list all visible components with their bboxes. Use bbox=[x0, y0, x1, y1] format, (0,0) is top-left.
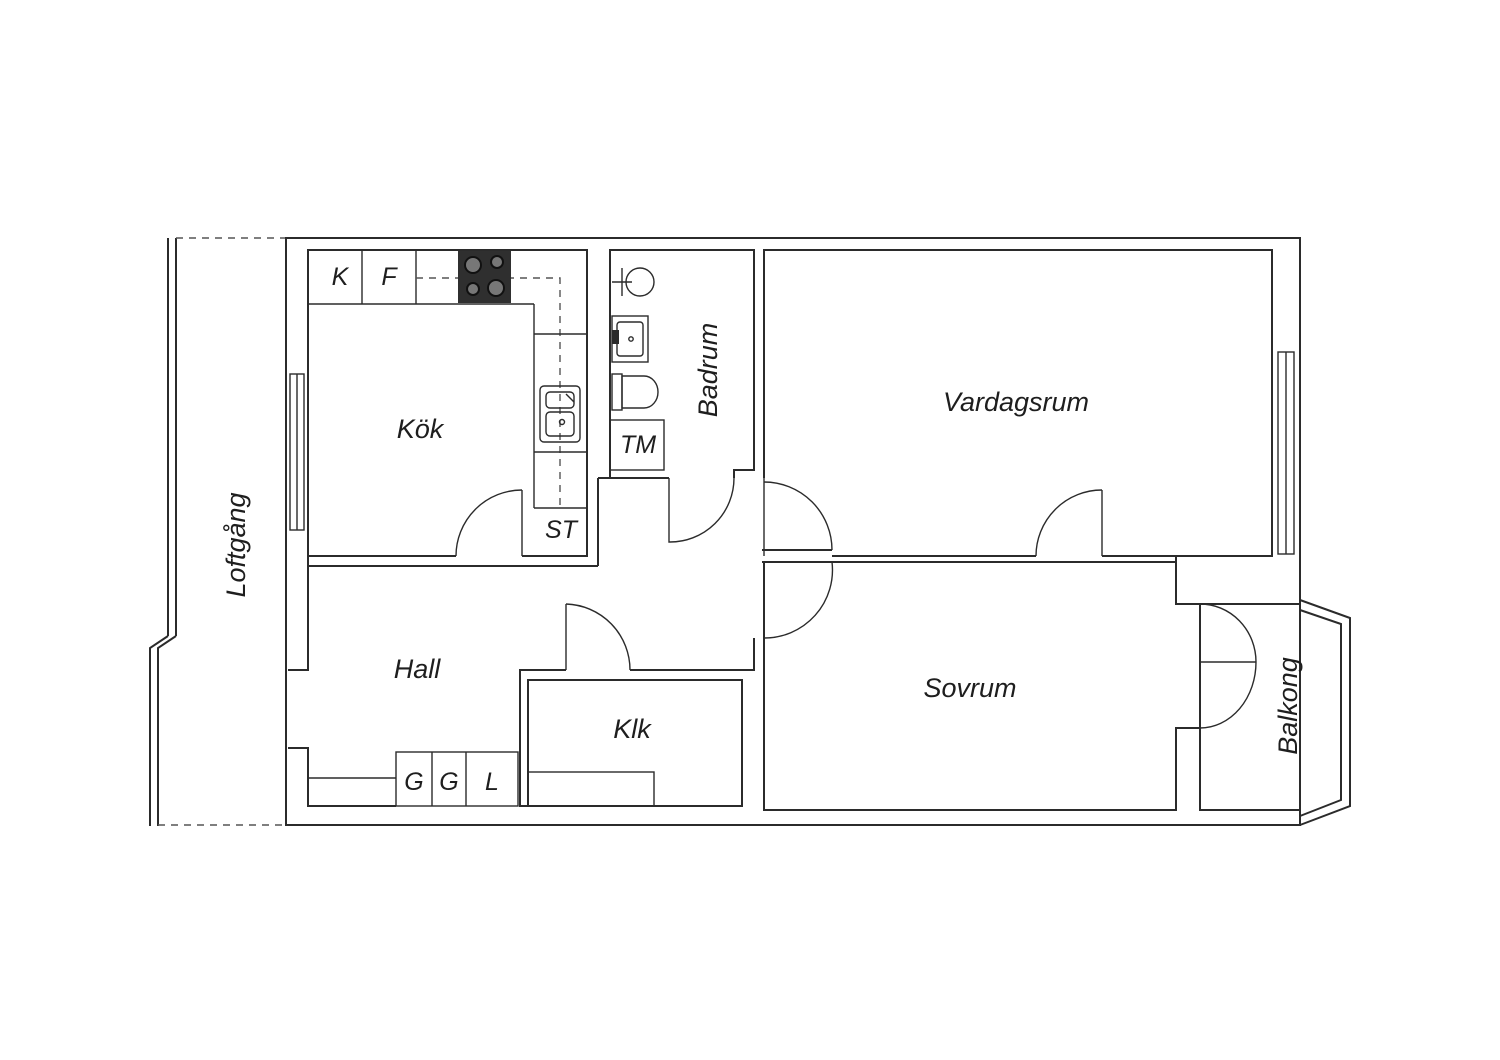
fixture-label-stadskap: ST bbox=[545, 516, 579, 544]
stove-icon bbox=[458, 251, 511, 303]
kitchen bbox=[307, 249, 588, 557]
sink-icon bbox=[539, 385, 581, 443]
room-label-balkong: Balkong bbox=[1273, 657, 1303, 755]
room-label-badrum: Badrum bbox=[693, 323, 723, 418]
shower-icon bbox=[612, 267, 655, 297]
fixture-label-linneskap: L bbox=[485, 768, 499, 796]
fixture-label-kyl: K bbox=[332, 263, 350, 291]
room-label-vardagsrum: Vardagsrum bbox=[943, 387, 1089, 417]
windows bbox=[289, 351, 1295, 555]
room-label-klk: Klk bbox=[613, 714, 652, 744]
room-label-sovrum: Sovrum bbox=[923, 673, 1016, 703]
fixture-label-torktumlare: TM bbox=[620, 431, 656, 459]
washbasin-icon bbox=[611, 315, 649, 363]
hall bbox=[288, 477, 834, 807]
walkway bbox=[149, 237, 286, 826]
closet bbox=[519, 603, 755, 807]
room-label-kok: Kök bbox=[397, 414, 445, 444]
fixture-label-frys: F bbox=[381, 263, 398, 291]
room-label-hall: Hall bbox=[394, 654, 442, 684]
living-room bbox=[762, 249, 1273, 563]
balcony bbox=[1175, 556, 1300, 811]
fixture-label-garderob-1: G bbox=[404, 768, 423, 796]
exterior-walls bbox=[285, 237, 1351, 826]
fixture-label-garderob-2: G bbox=[439, 768, 458, 796]
room-label-loftgang: Loftgång bbox=[221, 492, 251, 597]
toilet-icon bbox=[611, 373, 659, 411]
